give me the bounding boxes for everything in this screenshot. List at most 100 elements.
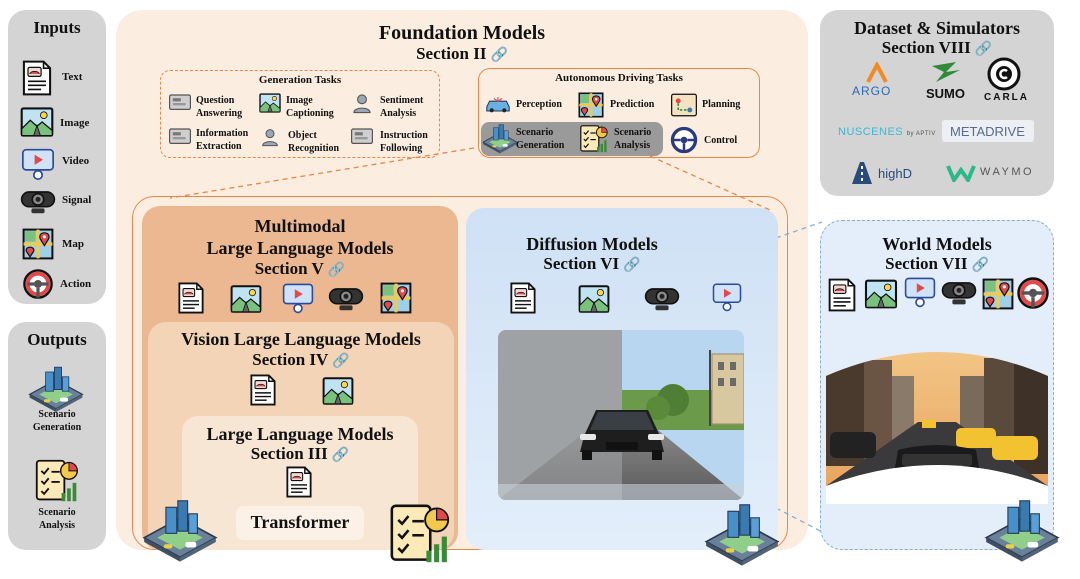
world-section: Section VII🔗 (820, 254, 1054, 274)
link-icon[interactable]: 🔗 (331, 448, 350, 463)
input-label-video: Video (62, 155, 90, 167)
llm-title: Large Language Models (206, 424, 394, 444)
link-icon[interactable]: 🔗 (490, 48, 508, 63)
mllm-section-text: Section V (254, 259, 324, 278)
waymo-logo-icon (946, 165, 976, 182)
isometric-city-icon (142, 496, 218, 562)
document-icon (284, 466, 314, 498)
argo-logo-icon (866, 62, 888, 83)
inputs-title: Inputs (33, 18, 81, 37)
diffusion-sample-image (498, 330, 744, 500)
driving-tasks-box (478, 68, 760, 158)
analysis-checklist-icon (32, 458, 82, 504)
metadrive-logo (942, 120, 1034, 142)
diffusion-section: Section VI🔗 (466, 254, 718, 274)
outputs-panel: Outputs (8, 322, 106, 550)
video-player-icon (21, 148, 55, 180)
datasets-section-text: Section VIII (881, 38, 971, 57)
foundation-title: Foundation Models (378, 22, 546, 44)
isometric-city-icon (984, 496, 1060, 562)
link-icon[interactable]: 🔗 (623, 258, 641, 273)
output-label-scenario-analysis: Scenario Analysis (8, 506, 106, 532)
link-icon[interactable]: 🔗 (327, 263, 346, 278)
video-player-icon (282, 282, 314, 314)
world-title: World Models (882, 234, 992, 254)
gen-task-recognition: Object Recognition (288, 130, 340, 154)
gen-task-qa: Question Answering (196, 95, 243, 119)
nuscenes-sub: by APTIV (906, 131, 936, 137)
link-icon[interactable]: 🔗 (971, 258, 989, 273)
world-model-sample-image (826, 352, 1048, 504)
nuscenes-logo-text: NUSCENES by APTIV (838, 126, 936, 138)
qa-icon (168, 93, 192, 113)
input-label-map: Map (62, 238, 84, 250)
carla-logo-text: CARLA (984, 92, 1029, 103)
link-icon[interactable]: 🔗 (332, 354, 350, 369)
vllm-section-text: Section IV (252, 350, 329, 369)
webcam-icon (20, 187, 56, 215)
video-player-icon (904, 276, 936, 308)
drive-task-scenario-analysis: Scenario Analysis (614, 127, 652, 151)
gen-task-extraction: Information Extraction (196, 128, 249, 152)
llm-section-text: Section III (250, 444, 328, 463)
link-icon[interactable]: 🔗 (974, 42, 993, 57)
sumo-logo-icon (932, 62, 960, 82)
transformer-box (236, 506, 364, 540)
map-pin-icon (22, 228, 54, 260)
sumo-logo-text: SUMO (926, 86, 965, 101)
document-icon (248, 374, 278, 406)
control-icon (670, 126, 698, 154)
document-icon (508, 282, 538, 314)
steering-wheel-icon (1016, 276, 1050, 310)
extraction-icon (168, 127, 192, 147)
drive-task-scenario-generation: Scenario Generation (516, 127, 565, 151)
isometric-city-icon (704, 500, 780, 566)
document-icon (20, 60, 54, 96)
input-label-action: Action (60, 278, 92, 290)
diffusion-title: Diffusion Models (526, 234, 658, 254)
captioning-icon (258, 93, 282, 113)
webcam-icon (328, 284, 364, 312)
prediction-icon (578, 92, 604, 118)
generation-tasks-title: Generation Tasks (258, 74, 342, 86)
input-label-signal: Signal (62, 194, 92, 206)
nuscenes-name: NUSCENES (838, 126, 904, 138)
input-label-image: Image (60, 117, 90, 129)
map-pin-icon (982, 278, 1014, 310)
highd-logo-text: highD (878, 166, 912, 181)
instruction-icon (350, 127, 374, 147)
map-pin-icon (380, 282, 412, 314)
drive-task-planning: Planning (702, 99, 741, 110)
analysis-checklist-icon (384, 502, 456, 566)
argo-logo-text: ARGO (852, 84, 892, 98)
world-section-text: Section VII (885, 254, 968, 273)
driving-tasks-title: Autonomous Driving Tasks (555, 72, 683, 84)
models-frame (132, 196, 788, 550)
diffusion-section-text: Section VI (543, 254, 620, 273)
planning-icon (670, 92, 698, 118)
landscape-image-icon (578, 284, 610, 314)
recognition-icon (258, 127, 282, 147)
output-label-scenario-generation: Scenario Generation (8, 408, 106, 434)
transformer-label: Transformer (250, 512, 350, 532)
steering-wheel-icon (22, 268, 54, 300)
foundation-section: Section II🔗 (116, 44, 808, 64)
document-icon (826, 278, 858, 312)
drive-task-perception: Perception (516, 99, 562, 110)
llm-section: Section III🔗 (182, 444, 418, 464)
outputs-title: Outputs (27, 330, 87, 349)
mllm-section: Section V🔗 (142, 259, 458, 279)
vllm-title: Vision Large Language Models (181, 329, 421, 349)
mllm-title-1: Multimodal (254, 216, 346, 236)
landscape-image-icon (230, 284, 262, 314)
metadrive-logo-text: METADRIVE (950, 124, 1025, 139)
foundation-section-text: Section II (416, 44, 487, 63)
input-label-text: Text (62, 71, 83, 83)
datasets-title: Dataset & Simulators (854, 18, 1020, 38)
gen-task-instruction: Instruction Following (380, 130, 428, 154)
mllm-title-2: Large Language Models (206, 238, 394, 258)
landscape-image-icon (322, 376, 354, 406)
drive-task-control: Control (704, 135, 738, 146)
scenario-generation-icon (482, 122, 518, 154)
waymo-logo-text: WAYMO (980, 166, 1035, 178)
